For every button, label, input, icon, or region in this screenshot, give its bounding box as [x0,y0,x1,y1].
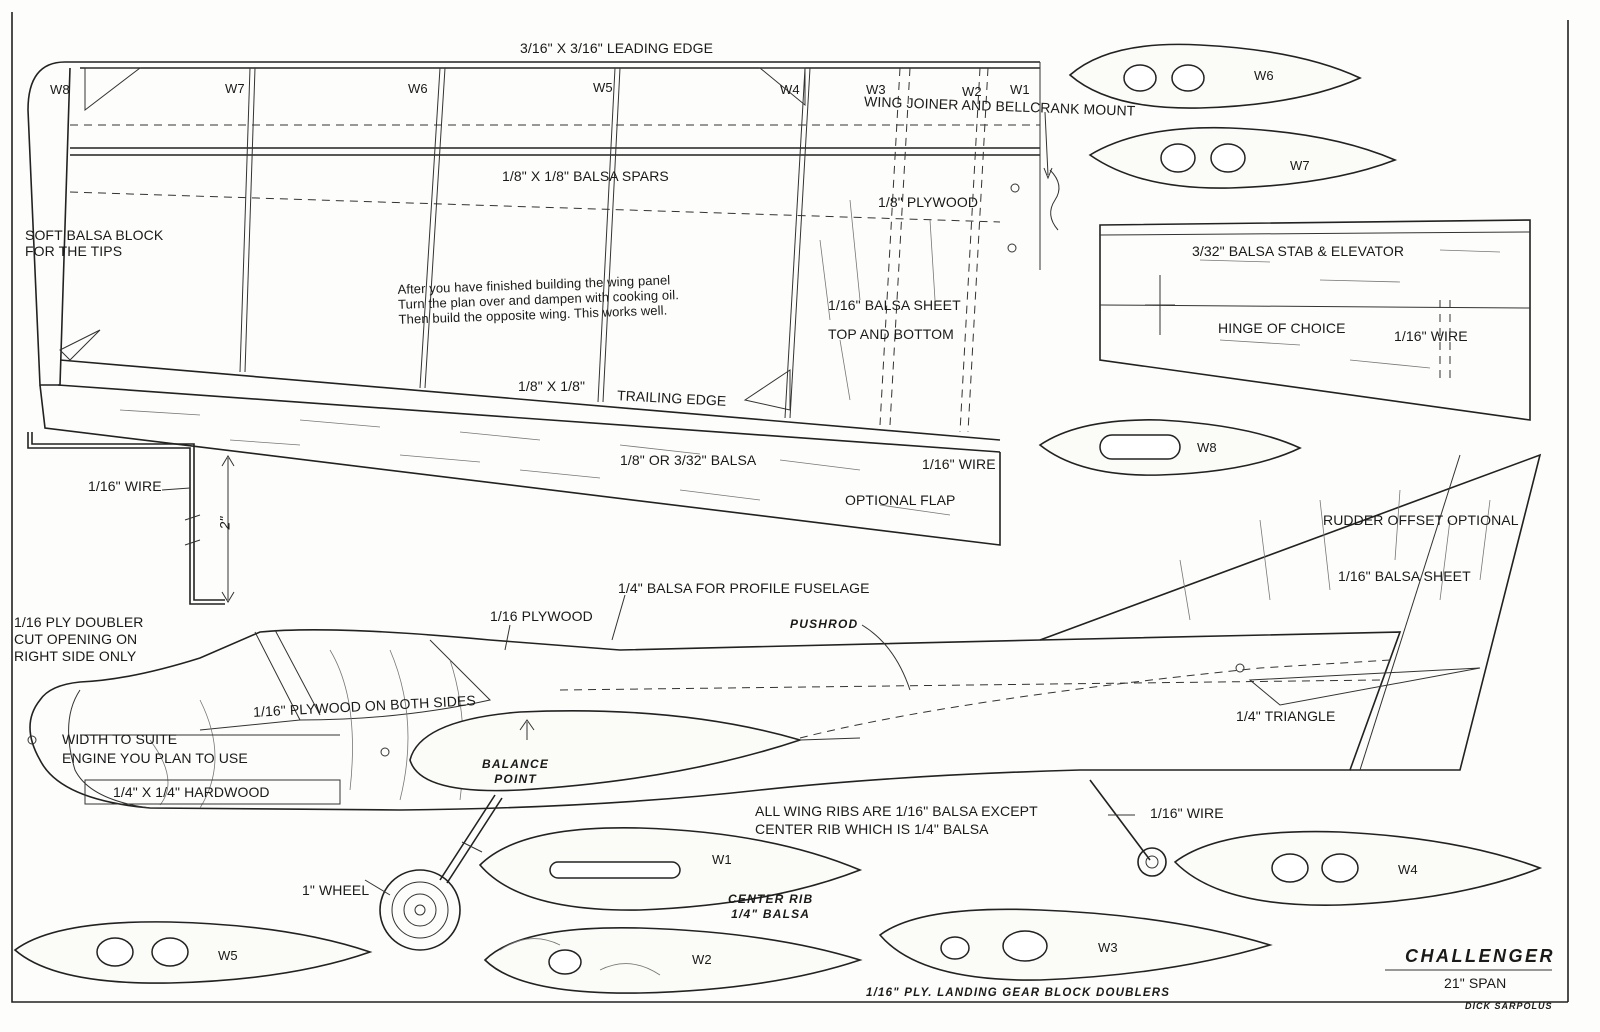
spars-label: 1/8" X 1/8" BALSA SPARS [502,168,669,184]
plan-designer: DICK SARPOLUS [1465,1001,1553,1011]
station-w2: W2 [962,84,982,99]
hardwood-label: 1/4" X 1/4" HARDWOOD [113,784,270,800]
rib-w4-label: W4 [1398,862,1418,877]
flap-balsa-label: 1/8" OR 3/32" BALSA [620,452,757,468]
optional-flap-label: OPTIONAL FLAP [845,492,956,508]
rib-w5-label: W5 [218,948,238,963]
station-w1: W1 [1010,82,1030,97]
fuselage [27,453,1542,884]
stab-label: 3/32" BALSA STAB & ELEVATOR [1192,243,1405,259]
profile-fuselage-label: 1/4" BALSA FOR PROFILE FUSELAGE [618,580,870,596]
station-w7: W7 [225,81,245,96]
width-label: WIDTH TO SUITE ENGINE YOU PLAN TO USE [62,731,248,766]
ply16-label: 1/16 PLYWOOD [490,608,593,624]
wing-panel [27,61,1060,546]
plan-span: 21" SPAN [1444,975,1507,991]
station-w8: W8 [50,82,70,97]
station-w5: W5 [593,80,613,95]
ribs-bottom [13,826,1543,994]
rib-w2-label: W2 [692,952,712,967]
tips-label: SOFT BALSA BLOCK FOR THE TIPS [25,227,164,259]
trailing-size-label: 1/8" X 1/8" [518,378,586,394]
pushrod-label: PUSHROD [790,617,859,631]
station-w6: W6 [408,81,428,96]
gear-height-label: 2" [216,516,233,530]
balance-arrow [519,719,535,740]
rudder-offset-label: RUDDER OFFSET OPTIONAL [1323,512,1519,528]
ribs-note-label: ALL WING RIBS ARE 1/16" BALSA EXCEPT CEN… [755,803,1038,837]
triangle-label: 1/4" TRIANGLE [1236,708,1336,724]
sheet-label: 1/16" BALSA SHEET [828,297,961,313]
balance-point-label: BALANCE POINT [482,757,550,786]
gear-wire-label: 1/16" WIRE [88,478,162,494]
top-bottom-label: TOP AND BOTTOM [828,326,954,342]
stab-elevator [1099,219,1531,421]
gear-doublers-label: 1/16" PLY. LANDING GEAR BLOCK DOUBLERS [866,987,1171,999]
landing-gear-wire [27,432,235,605]
leading-edge-label: 3/16" X 3/16" LEADING EDGE [520,40,714,56]
wheel [379,869,461,951]
ply-doubler-label: 1/16 PLY DOUBLER CUT OPENING ON RIGHT SI… [14,614,144,664]
rib-w3-label: W3 [1098,940,1118,955]
hinge-label: HINGE OF CHOICE [1218,320,1346,336]
station-w3: W3 [866,82,886,97]
flap-wire-label: 1/16" WIRE [922,456,996,472]
center-rib-label: CENTER RIB 1/4" BALSA [728,892,814,921]
leader-lines [161,111,1135,896]
rib-w1-label: W1 [712,852,732,867]
rib-w8-label: W8 [1197,440,1217,455]
rib-w7-label: W7 [1290,158,1310,173]
wheel-label: 1" WHEEL [302,882,370,898]
station-w4: W4 [780,82,800,97]
tail-wire-label: 1/16" WIRE [1150,805,1224,821]
rudder-sheet-label: 1/16" BALSA SHEET [1338,568,1471,584]
plywood-label: 1/8" PLYWOOD [878,194,979,210]
plan-title: CHALLENGER [1405,946,1555,966]
rib-w6-label: W6 [1254,68,1274,83]
stab-wire-label: 1/16" WIRE [1394,328,1468,344]
frame [11,12,1569,1003]
ribs-top-right [1038,43,1398,476]
